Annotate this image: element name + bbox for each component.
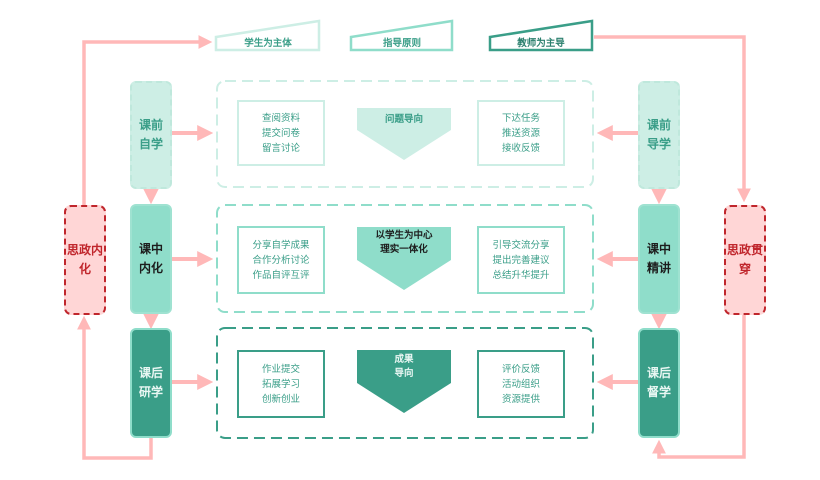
task-item: 推送资源 — [501, 127, 540, 139]
guide-shape-pre — [357, 108, 451, 160]
student-stage-post: 课后研学 — [130, 328, 172, 438]
guide-shape-mid — [357, 227, 451, 290]
task-item: 活动组织 — [501, 378, 540, 390]
ideology-internalize: 思政内化 — [64, 205, 106, 315]
task-item: 拓展学习 — [261, 378, 300, 390]
task-item: 资源提供 — [501, 393, 540, 405]
guide-label-mid: 以学生为中心 理实一体化 — [357, 229, 451, 257]
teacher-stage-post: 课后督学 — [638, 328, 680, 438]
ideology-left-line1: 思政 — [66, 243, 91, 257]
task-item: 查阅资料 — [261, 112, 300, 124]
teacher-stage-mid-line1: 课中 — [646, 242, 671, 256]
guide-post-line1: 成果 — [394, 354, 414, 365]
teacher-stage-post-line1: 课后 — [646, 366, 671, 380]
ideology-throughout: 思政贯穿 — [724, 205, 766, 315]
student-tasks-pre: 查阅资料提交问卷留言讨论 — [237, 100, 325, 166]
guide-label-post: 成果 导向 — [357, 353, 451, 381]
task-item: 总结升华提升 — [492, 269, 550, 281]
ideology-right-line2: 贯穿 — [738, 243, 764, 276]
arrow-teacher-to-ideology-right — [594, 35, 751, 203]
teacher-stage-pre-line1: 课前 — [646, 118, 671, 132]
teacher-tasks-pre: 下达任务推送资源接收反馈 — [477, 100, 565, 166]
guide-label-pre: 问题导向 — [357, 113, 451, 127]
student-tasks-post: 作业提交拓展学习创新创业 — [237, 350, 325, 418]
task-item: 合作分析讨论 — [252, 254, 310, 266]
task-item: 提出完善建议 — [492, 254, 550, 266]
panel-post — [216, 327, 594, 439]
principle-label-teacher: 教师为主导 — [517, 38, 565, 49]
task-item: 分享自学成果 — [252, 239, 310, 251]
student-stage-post-line1: 课后 — [138, 366, 163, 380]
task-item: 接收反馈 — [501, 142, 540, 154]
principle-shape-student — [214, 19, 321, 52]
teacher-stage-mid-line2: 精讲 — [646, 261, 671, 275]
teacher-tasks-mid: 引导交流分享提出完善建议总结升华提升 — [477, 226, 565, 294]
student-tasks-mid: 分享自学成果合作分析讨论作品自评互评 — [237, 226, 325, 294]
student-stage-mid-line2: 内化 — [138, 261, 163, 275]
panel-mid — [216, 204, 594, 313]
panel-pre — [216, 80, 594, 188]
task-item: 评价反馈 — [501, 363, 540, 375]
guide-post-line2: 导向 — [394, 368, 414, 379]
student-stage-post-line2: 研学 — [138, 385, 163, 399]
arrow-ideology-right-to-post — [652, 314, 746, 459]
principle-shape-teacher — [488, 19, 594, 52]
task-item: 留言讨论 — [261, 142, 300, 154]
principle-label-guide: 指导原则 — [382, 38, 421, 49]
student-stage-pre: 课前自学 — [130, 81, 172, 189]
teacher-stage-mid: 课中精讲 — [638, 204, 680, 314]
student-stage-mid-line1: 课中 — [138, 242, 163, 256]
task-item: 下达任务 — [501, 112, 540, 124]
ideology-right-line1: 思政 — [726, 243, 751, 257]
arrow-post-to-ideology-left — [77, 315, 153, 460]
guide-mid-line1: 以学生为中心 — [375, 230, 433, 241]
task-item: 创新创业 — [261, 393, 300, 405]
ideology-left-line2: 内化 — [78, 243, 104, 276]
teacher-stage-pre-line2: 导学 — [646, 137, 671, 151]
task-item: 提交问卷 — [261, 127, 300, 139]
teacher-stage-post-line2: 督学 — [646, 385, 671, 399]
principle-label-student: 学生为主体 — [244, 38, 292, 49]
arrow-ideology-left-up — [82, 35, 213, 206]
teacher-tasks-post: 评价反馈活动组织资源提供 — [477, 350, 565, 418]
student-stage-pre-line1: 课前 — [138, 118, 163, 132]
principle-shape-guide — [349, 19, 454, 52]
guide-shape-post — [357, 350, 451, 413]
task-item: 作业提交 — [261, 363, 300, 375]
guide-pre-line1: 问题导向 — [384, 114, 423, 125]
task-item: 作品自评互评 — [252, 269, 310, 281]
teacher-stage-pre: 课前导学 — [638, 81, 680, 189]
student-stage-pre-line2: 自学 — [138, 137, 163, 151]
task-item: 引导交流分享 — [492, 239, 550, 251]
guide-mid-line2: 理实一体化 — [380, 244, 428, 255]
student-stage-mid: 课中内化 — [130, 204, 172, 314]
